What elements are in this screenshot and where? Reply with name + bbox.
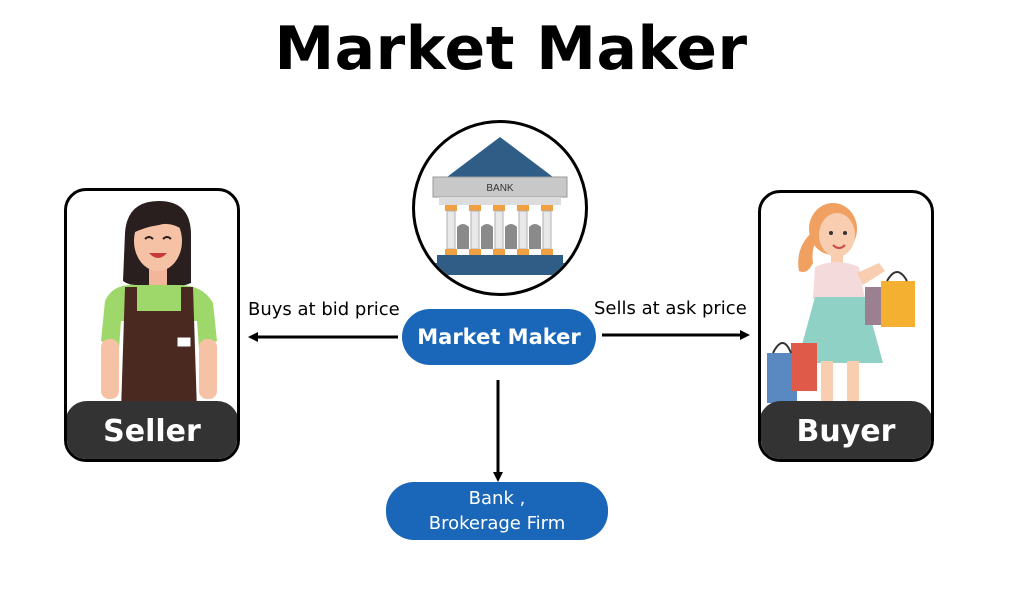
market-maker-node: Market Maker — [402, 309, 596, 365]
bank-sign-text: BANK — [486, 183, 514, 194]
bank-node: Bank , Brokerage Firm — [386, 482, 608, 540]
bank-node-line1: Bank , — [468, 487, 526, 509]
bid-price-label: Buys at bid price — [248, 299, 400, 320]
bank-node-line2: Brokerage Firm — [428, 513, 566, 534]
buyer-label: Buyer — [761, 401, 931, 459]
ask-price-label: Sells at ask price — [594, 298, 747, 319]
bank-building-icon: BANK — [432, 137, 568, 275]
seller-card: Seller — [64, 188, 240, 462]
seller-label: Seller — [67, 401, 237, 459]
buyer-card: Buyer — [758, 190, 934, 462]
page-title: Market Maker — [274, 14, 748, 84]
seller-figure-icon — [101, 201, 217, 411]
bank-illustration-circle: BANK — [412, 120, 588, 296]
buyer-figure-icon — [767, 203, 915, 411]
